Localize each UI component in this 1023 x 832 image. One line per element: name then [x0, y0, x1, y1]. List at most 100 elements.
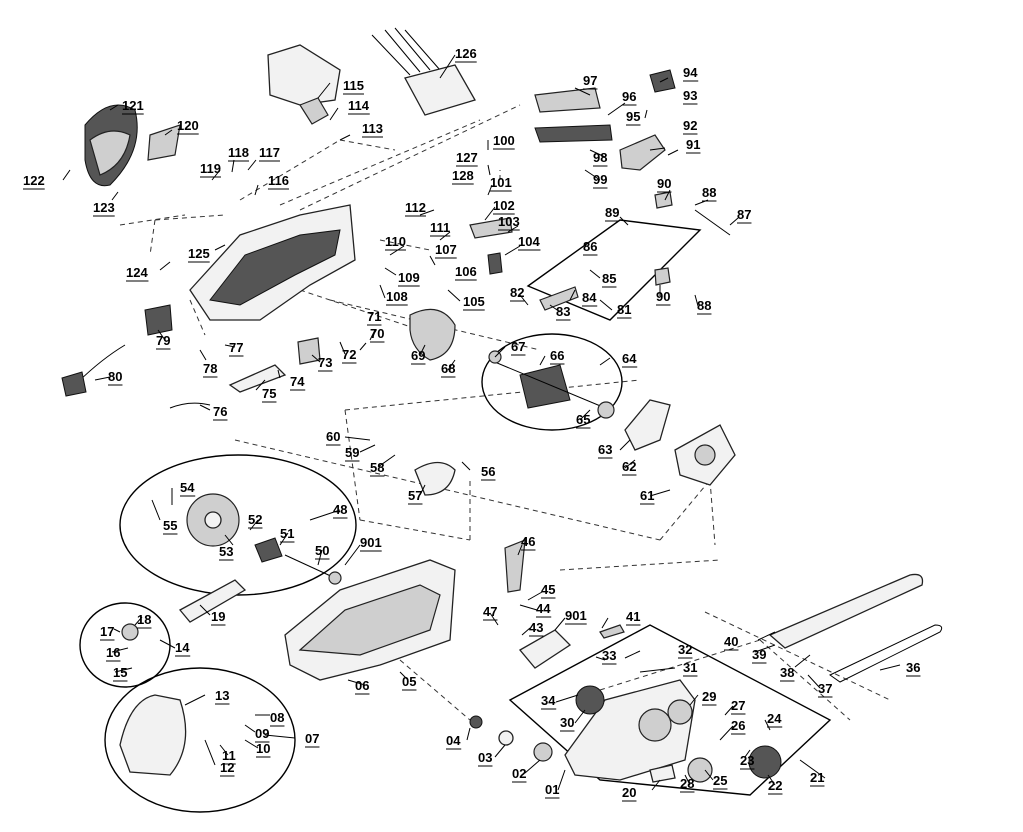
trigger-plate	[534, 124, 613, 143]
label-06: 06	[355, 678, 369, 693]
label-109: 109	[398, 270, 420, 285]
label-05: 05	[402, 674, 416, 689]
label-118: 118	[228, 145, 249, 160]
label-76: 76	[213, 404, 227, 419]
label-65: 65	[576, 412, 590, 427]
label-105: 105	[463, 294, 485, 309]
label-38: 38	[780, 665, 794, 680]
lever	[469, 217, 513, 239]
chain-wheel	[533, 742, 553, 762]
label-82: 82	[510, 285, 524, 300]
label-87: 87	[737, 207, 751, 222]
label-106: 106	[455, 264, 477, 279]
label-02: 02	[512, 766, 526, 781]
sprocket-cover	[564, 679, 696, 781]
label-23: 23	[740, 753, 754, 768]
label-70: 70	[370, 326, 384, 341]
label-44: 44	[536, 601, 551, 616]
bearing-housing	[624, 399, 671, 451]
label-103: 103	[498, 214, 520, 229]
saw-chain	[829, 624, 943, 683]
label-125: 125	[188, 246, 210, 261]
lead-wires	[169, 402, 211, 409]
group-64-outline	[481, 333, 623, 431]
label-30: 30	[560, 715, 574, 730]
label-99: 99	[593, 172, 607, 187]
handle-clip	[299, 97, 329, 125]
label-24: 24	[767, 711, 782, 726]
callout-labels: 126 115 114 113 97 94 96 93 95 92 91 121…	[23, 46, 921, 802]
label-12: 12	[220, 760, 234, 775]
warning-label	[649, 764, 676, 783]
label-03: 03	[478, 750, 492, 765]
label-128: 128	[452, 168, 474, 183]
label-19: 19	[211, 609, 225, 624]
label-102: 102	[493, 198, 515, 213]
bracket	[228, 364, 287, 393]
label-22: 22	[768, 778, 782, 793]
label-68: 68	[441, 361, 455, 376]
label-73: 73	[318, 355, 332, 370]
micro-switch	[487, 252, 503, 275]
oil-pump	[539, 286, 579, 311]
label-66: 66	[550, 348, 564, 363]
label-96: 96	[622, 89, 636, 104]
oil-tank	[119, 694, 187, 776]
label-72: 72	[342, 347, 356, 362]
sprocket	[469, 715, 483, 729]
label-124: 124	[126, 265, 148, 280]
label-25: 25	[713, 773, 727, 788]
group-81-outline	[526, 219, 702, 321]
label-16: 16	[106, 645, 120, 660]
label-107: 107	[435, 242, 457, 257]
group-48-outline	[119, 454, 357, 596]
cover-plate	[519, 629, 572, 669]
sleeve	[534, 87, 601, 113]
label-90: 90	[657, 176, 671, 191]
label-122: 122	[23, 173, 45, 188]
adjuster-wheel	[575, 685, 605, 715]
label-51: 51	[280, 526, 294, 541]
label-81: 81	[617, 302, 631, 317]
top-handle-grip	[267, 44, 341, 106]
label-64: 64	[622, 351, 637, 366]
label-33: 33	[602, 648, 616, 663]
label-34: 34	[541, 693, 556, 708]
label-28: 28	[680, 776, 694, 791]
label-58: 58	[370, 460, 384, 475]
label-92: 92	[683, 118, 697, 133]
label-20: 20	[622, 785, 636, 800]
label-47: 47	[483, 604, 497, 619]
label-10: 10	[256, 741, 270, 756]
label-77: 77	[229, 340, 243, 355]
label-108: 108	[386, 289, 408, 304]
label-11: 11	[222, 748, 236, 763]
assembly-guide-lines	[119, 104, 891, 721]
label-90-lower: 90	[656, 289, 670, 304]
switch	[144, 304, 173, 336]
drive-shaft	[284, 554, 336, 579]
label-116: 116	[268, 173, 289, 188]
label-901-top: 901	[360, 535, 382, 550]
seal-ring	[414, 461, 456, 496]
label-86: 86	[583, 239, 597, 254]
label-57: 57	[408, 488, 422, 503]
hex-key-set	[371, 27, 476, 116]
label-59: 59	[345, 445, 359, 460]
label-62: 62	[622, 459, 636, 474]
label-26: 26	[731, 718, 745, 733]
label-55: 55	[163, 518, 177, 533]
label-97: 97	[583, 73, 597, 88]
label-43: 43	[529, 620, 543, 635]
label-120: 120	[177, 118, 199, 133]
label-127: 127	[456, 150, 478, 165]
label-901-bottom: 901	[565, 608, 587, 623]
clamp-cap	[748, 745, 782, 779]
label-85: 85	[602, 271, 616, 286]
clamp	[599, 624, 625, 639]
label-40: 40	[724, 634, 738, 649]
label-91: 91	[686, 137, 700, 152]
label-09: 09	[255, 726, 269, 741]
adjuster-plate	[504, 539, 526, 593]
